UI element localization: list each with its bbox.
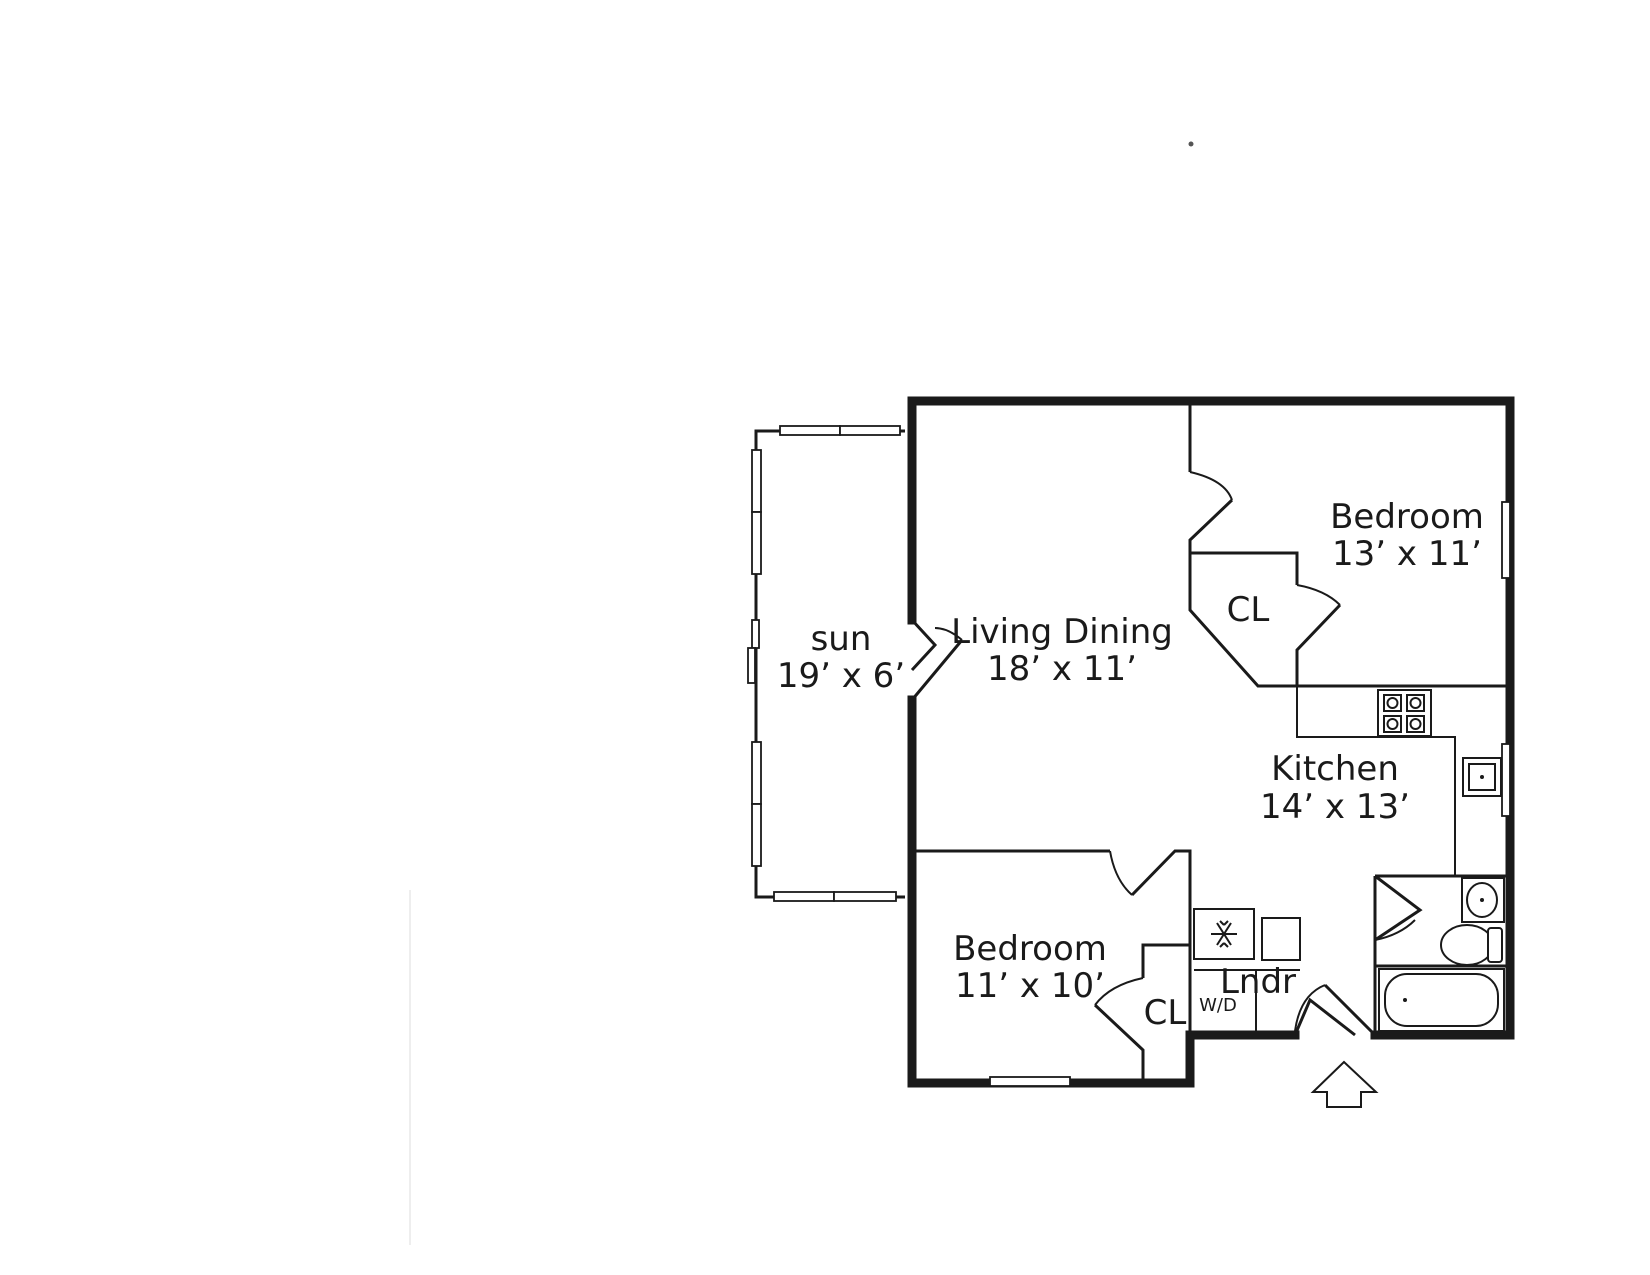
entrance-arrow-icon [1310, 1060, 1379, 1108]
label-kitchen: Kitchen [1271, 749, 1399, 789]
label-living-dining: Living Dining [951, 612, 1173, 652]
dims-sun: 19’ x 6’ [777, 656, 905, 696]
label-laundry: Lndr [1220, 962, 1296, 1002]
bathroom [1373, 874, 1506, 1032]
window [779, 425, 841, 436]
door-sun-living [910, 618, 964, 701]
kitchen-fixtures [1296, 686, 1511, 876]
sun-room-walls [747, 425, 905, 902]
room-labels: sun 19’ x 6’ Living Dining 18’ x 11’ Bed… [777, 497, 1484, 1033]
window [1501, 743, 1511, 817]
dims-bedroom-bottom: 11’ x 10’ [955, 966, 1105, 1006]
sink-icon [1462, 757, 1502, 797]
window [751, 803, 762, 867]
label-sun: sun [811, 619, 872, 659]
window [989, 1076, 1071, 1087]
dims-kitchen: 14’ x 13’ [1260, 787, 1410, 827]
window [751, 449, 762, 513]
bathtub-icon [1378, 968, 1505, 1032]
window [1501, 501, 1511, 579]
vanity-sink-icon [1461, 877, 1505, 923]
window [747, 647, 756, 684]
window [751, 511, 762, 575]
dims-bedroom-top: 13’ x 11’ [1332, 534, 1482, 574]
label-washer-dryer: W/D [1199, 995, 1237, 1016]
snowflake-icon [1211, 920, 1237, 948]
entry-door [1293, 983, 1377, 1037]
label-closet-bottom: CL [1144, 993, 1187, 1033]
bedroom-bottom-walls [916, 849, 1301, 1087]
window [751, 619, 760, 649]
scan-speck [1188, 141, 1194, 147]
window [839, 425, 901, 436]
label-closet-top: CL [1227, 590, 1270, 630]
stove-icon [1377, 689, 1432, 737]
label-bedroom-bottom: Bedroom [953, 929, 1107, 969]
window [751, 741, 762, 805]
dims-living-dining: 18’ x 11’ [987, 649, 1137, 689]
window [773, 891, 835, 902]
label-bedroom-top: Bedroom [1330, 497, 1484, 537]
toilet-icon [1440, 924, 1503, 966]
window [833, 891, 897, 902]
bedroom-top-walls [1188, 405, 1511, 688]
